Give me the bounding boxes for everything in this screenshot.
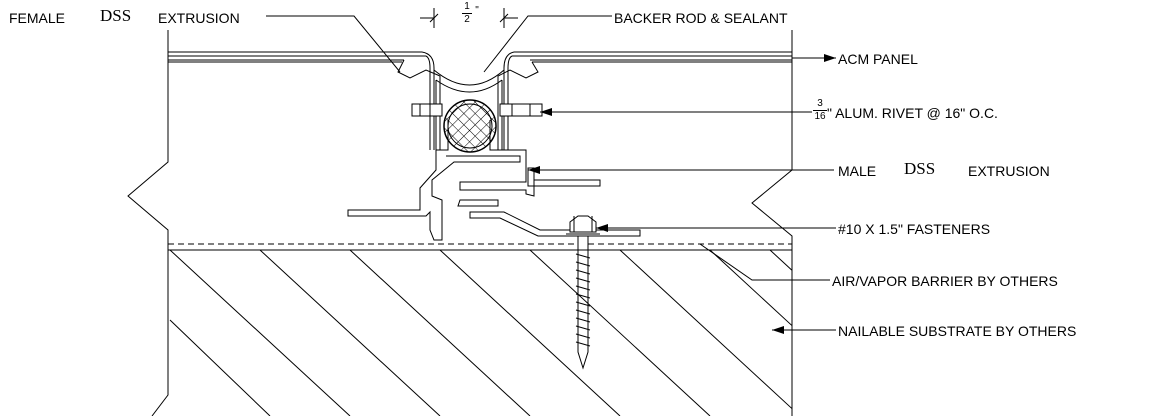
- arrow-substrate: [772, 326, 784, 334]
- left-break-line: [128, 30, 168, 250]
- rivet-right: [500, 104, 542, 116]
- backer-rod: [444, 100, 496, 152]
- label-fasteners: #10 X 1.5" FASTENERS: [838, 221, 991, 237]
- gap-fraction-unit: ": [475, 5, 479, 16]
- acm-panel-right: [512, 52, 792, 62]
- label-male-prefix: MALE: [838, 163, 877, 179]
- gap-fraction-denominator: 2: [464, 14, 470, 25]
- label-male-suffix: EXTRUSION: [968, 163, 1050, 179]
- label-backer-rod: BACKER ROD & SEALANT: [614, 10, 788, 26]
- arrow-rivet: [540, 108, 552, 116]
- label-rivet: " ALUM. RIVET @ 16" O.C.: [827, 105, 998, 121]
- gap-fraction-numerator: 1: [464, 1, 470, 12]
- label-female-brand: DSS: [100, 6, 132, 25]
- label-female-prefix: FEMALE: [9, 10, 66, 26]
- substrate-hatch: [170, 250, 950, 416]
- left-bottom-break: [152, 250, 168, 416]
- gap-fraction-bar: [462, 13, 472, 14]
- gap-dimension: [420, 8, 518, 28]
- male-extrusion-foot: [458, 200, 498, 206]
- arrow-fasteners: [596, 224, 608, 232]
- right-break-line: [752, 30, 792, 250]
- label-substrate: NAILABLE SUBSTRATE BY OTHERS: [838, 323, 1077, 339]
- label-female-suffix: EXTRUSION: [158, 10, 240, 26]
- sealant-bead: [434, 70, 504, 92]
- rivet-left: [412, 104, 442, 116]
- label-air-vapor: AIR/VAPOR BARRIER BY OTHERS: [832, 273, 1058, 289]
- label-male-brand: DSS: [904, 159, 936, 178]
- rivet-fraction-numerator: 3: [817, 98, 823, 109]
- acm-panel-left: [168, 52, 426, 62]
- male-panel-return: [504, 52, 514, 150]
- rivet-fraction-bar: [813, 110, 827, 111]
- leader-female: [266, 16, 400, 72]
- arrow-male: [528, 166, 540, 174]
- leader-air-vapor: [700, 244, 830, 280]
- leader-backer: [484, 16, 612, 72]
- female-panel-return: [422, 52, 434, 150]
- label-acm-panel: ACM PANEL: [838, 51, 918, 67]
- fastener-screw: [566, 216, 600, 368]
- male-extrusion-leg: [470, 212, 640, 236]
- rivet-fraction-denominator: 16: [814, 111, 826, 122]
- arrow-acm: [824, 54, 836, 62]
